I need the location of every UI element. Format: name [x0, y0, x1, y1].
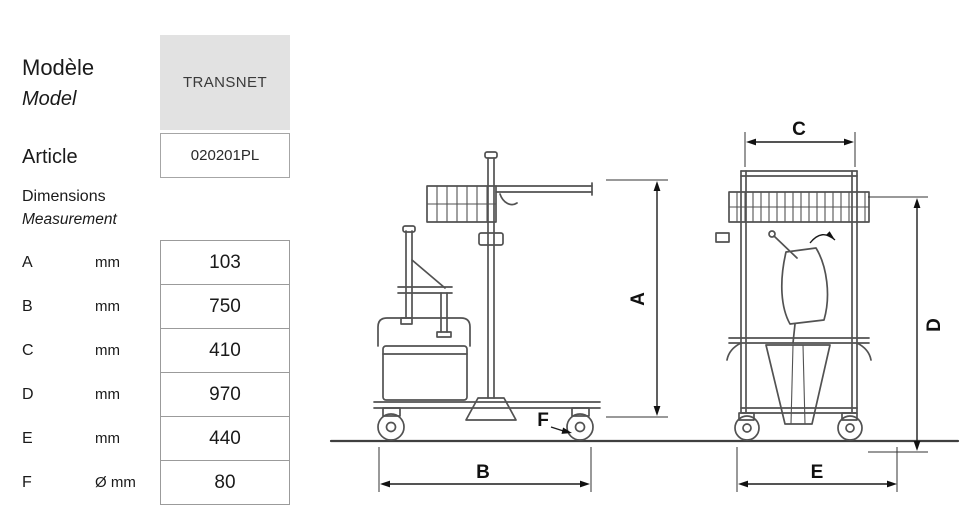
dimension-unit-a: mm: [95, 254, 120, 271]
dimension-a: A: [606, 179, 668, 418]
dimension-f: F: [537, 410, 572, 434]
side-view-drawing: [373, 151, 601, 441]
dimension-label-a: A: [628, 292, 649, 306]
dimension-b: B: [378, 447, 592, 492]
dimension-value-e: 440: [160, 416, 290, 461]
dimension-e: E: [736, 447, 898, 492]
dimension-key-c: C: [22, 341, 34, 359]
dimension-label-b: B: [476, 462, 490, 483]
dimension-value-c: 410: [160, 328, 290, 373]
dimension-key-b: B: [22, 297, 33, 315]
dimension-key-d: D: [22, 385, 34, 403]
dimension-value-f: 80: [160, 460, 290, 505]
dimension-annotations: A B C: [378, 119, 945, 492]
dimension-key-f: F: [22, 473, 32, 491]
article-label: Article: [22, 146, 78, 168]
dimension-label-f: F: [537, 410, 549, 431]
dimension-value-d: 970: [160, 372, 290, 417]
dimension-label-d: D: [924, 318, 945, 332]
rotation-arrow: [809, 231, 836, 244]
dimension-unit-f: Ø mm: [95, 474, 136, 491]
model-label-fr: Modèle: [22, 55, 95, 80]
model-value-box: TRANSNET: [160, 35, 290, 130]
dimension-unit-d: mm: [95, 386, 120, 403]
dimension-unit-e: mm: [95, 430, 120, 447]
dimension-c: C: [744, 119, 856, 167]
dimension-unit-b: mm: [95, 298, 120, 315]
dimension-key-e: E: [22, 429, 33, 447]
model-label-en: Model: [22, 88, 77, 110]
article-value-box: 020201PL: [160, 133, 290, 178]
dimensions-label-fr: Dimensions: [22, 188, 106, 205]
dimension-d: D: [868, 196, 945, 453]
dimension-label-c: C: [792, 119, 806, 140]
dimension-label-e: E: [811, 462, 824, 483]
front-view-drawing: [715, 170, 872, 441]
dimension-unit-c: mm: [95, 342, 120, 359]
dimensions-label-en: Measurement: [22, 211, 117, 228]
dimension-key-a: A: [22, 253, 33, 271]
dimension-value-b: 750: [160, 284, 290, 329]
